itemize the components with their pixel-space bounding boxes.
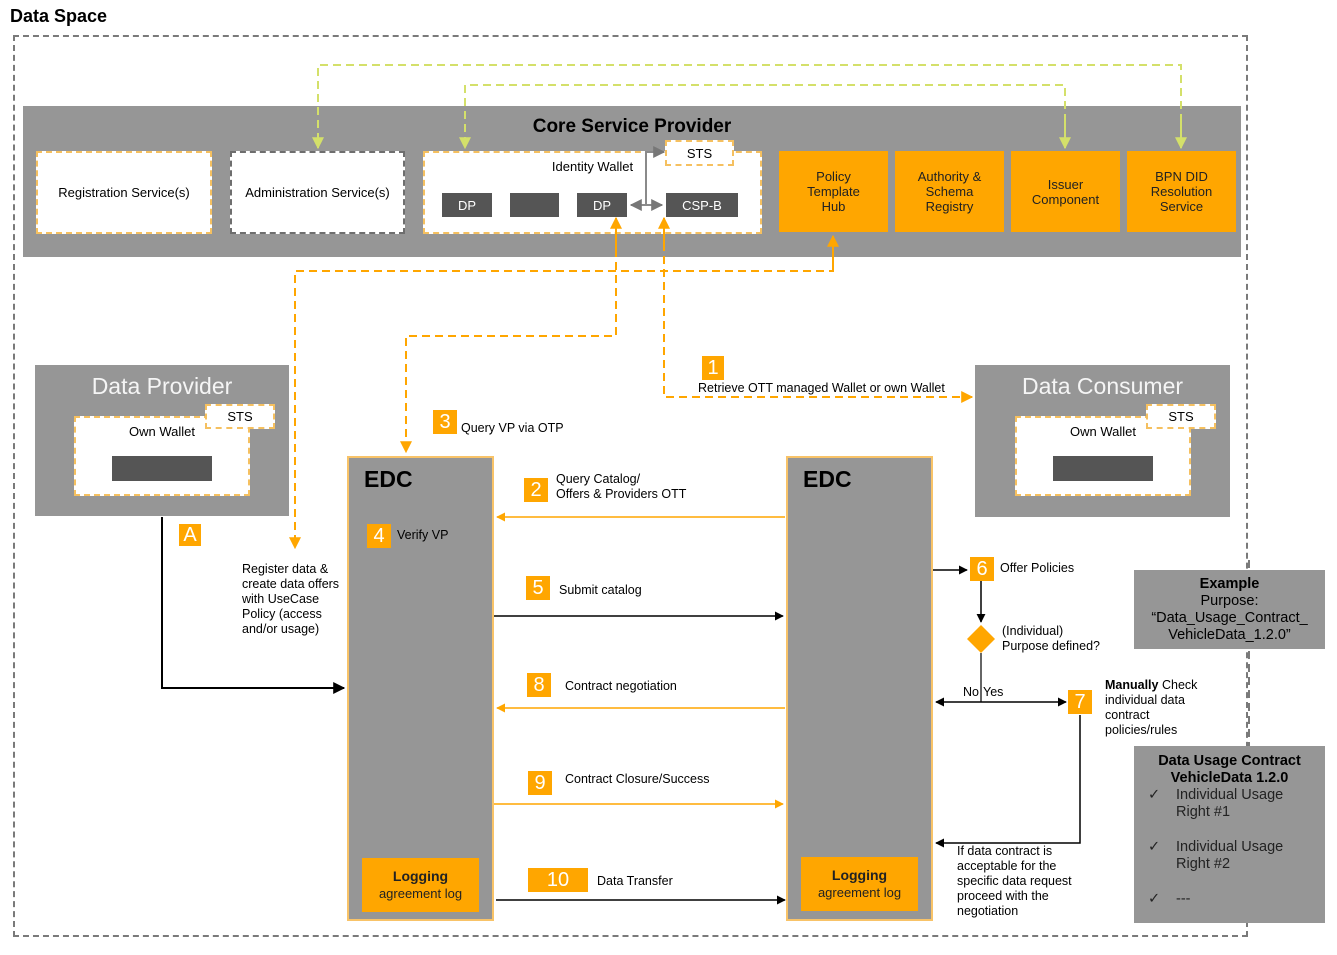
data-provider-wallet-label: Own Wallet — [129, 424, 195, 439]
administration-service: Administration Service(s) — [230, 151, 405, 234]
registration-service: Registration Service(s) — [36, 151, 212, 234]
label-step-2: Query Catalog/ Offers & Providers OTT — [556, 472, 687, 501]
example-note: Example Purpose: “Data_Usage_Contract_ V… — [1134, 570, 1325, 649]
badge-step-7: 7 — [1068, 690, 1092, 714]
badge-step-10: 10 — [528, 868, 588, 892]
contract-note: Data Usage Contract VehicleData 1.2.0 ✓ I… — [1134, 746, 1325, 923]
edc-consumer-logging: Logging agreement log — [801, 857, 918, 911]
diagram-title: Data Space — [10, 6, 108, 26]
data-consumer-wallet-label: Own Wallet — [1070, 424, 1136, 439]
policy-template-hub: Policy Template Hub — [779, 151, 888, 232]
badge-step-3: 3 — [433, 410, 457, 434]
data-provider-sts: STS — [205, 404, 275, 429]
label-step-7-text: Check individual data contract policies/… — [1105, 678, 1198, 737]
decision-yes-label: Yes — [983, 685, 1004, 699]
edc-provider-title: EDC — [364, 466, 413, 492]
label-step-8: Contract negotiation — [565, 679, 677, 693]
contract-item-text: --- — [1176, 891, 1191, 907]
logging-title: Logging — [831, 867, 888, 883]
badge-step-9: 9 — [528, 771, 552, 795]
logging-subtitle: agreement log — [378, 886, 463, 901]
logging-title: Logging — [392, 868, 449, 884]
check-icon: ✓ — [1148, 891, 1161, 907]
contract-item: ✓ Individual Usage Right #2 — [1134, 839, 1325, 873]
label-step-6: Offer Policies — [1000, 561, 1075, 575]
decision-no-label: No — [963, 685, 979, 699]
core-service-provider-title: Core Service Provider — [532, 116, 732, 137]
data-provider-title: Data Provider — [91, 373, 233, 399]
label-step-a: Register data & create data offers with … — [242, 562, 340, 636]
identity-wallet-sts: STS — [665, 140, 734, 166]
badge-step-a: A — [179, 524, 201, 546]
example-note-title: Example — [1199, 575, 1260, 592]
wallet-slot-csp-b: CSP-B — [666, 193, 738, 217]
contract-item-text: Individual Usage Right #2 — [1176, 839, 1284, 872]
data-consumer-wallet-slot — [1053, 456, 1153, 481]
badge-step-5: 5 — [526, 576, 550, 600]
data-consumer-title: Data Consumer — [1021, 373, 1184, 399]
badge-step-8: 8 — [527, 673, 551, 697]
edc-consumer-title: EDC — [803, 466, 852, 492]
contract-item: ✓ --- — [1134, 891, 1325, 908]
decision-question: (Individual) Purpose defined? — [1002, 624, 1100, 653]
authority-schema-registry: Authority & Schema Registry — [895, 151, 1004, 232]
label-step-10: Data Transfer — [597, 874, 673, 888]
badge-step-1: 1 — [702, 356, 724, 380]
edc-consumer — [786, 456, 933, 921]
label-step-7: Manually Check individual data contract … — [1105, 678, 1197, 738]
wallet-slot-empty — [510, 193, 559, 217]
contract-note-title: Data Usage Contract VehicleData 1.2.0 — [1158, 753, 1301, 786]
check-icon: ✓ — [1148, 787, 1161, 803]
example-note-body: Purpose: “Data_Usage_Contract_ VehicleDa… — [1151, 592, 1308, 643]
badge-step-4: 4 — [367, 524, 391, 548]
label-step-4: Verify VP — [397, 528, 449, 542]
label-step-7-bold: Manually — [1105, 678, 1159, 692]
contract-item: ✓ Individual Usage Right #1 — [1134, 787, 1325, 821]
data-space-frame — [13, 35, 1248, 937]
wallet-slot-dp-1: DP — [442, 193, 492, 217]
wallet-slot-dp-2: DP — [577, 193, 627, 217]
label-step-3: Query VP via OTP — [461, 421, 564, 435]
label-step-5: Submit catalog — [559, 583, 642, 597]
data-consumer-sts: STS — [1146, 404, 1216, 429]
identity-wallet-label: Identity Wallet — [551, 159, 634, 174]
check-icon: ✓ — [1148, 839, 1161, 855]
logging-subtitle: agreement log — [817, 885, 902, 900]
label-step-1: Retrieve OTT managed Wallet or own Walle… — [698, 381, 945, 395]
issuer-component: Issuer Component — [1011, 151, 1120, 232]
bpn-did-resolution-service: BPN DID Resolution Service — [1127, 151, 1236, 232]
decision-return-text: If data contract is acceptable for the s… — [957, 844, 1072, 918]
label-step-9: Contract Closure/Success — [565, 772, 710, 786]
badge-step-6: 6 — [970, 557, 994, 581]
data-provider-wallet-slot — [112, 456, 212, 481]
contract-item-text: Individual Usage Right #1 — [1176, 787, 1284, 820]
edc-provider-logging: Logging agreement log — [362, 858, 479, 912]
badge-step-2: 2 — [524, 478, 548, 502]
